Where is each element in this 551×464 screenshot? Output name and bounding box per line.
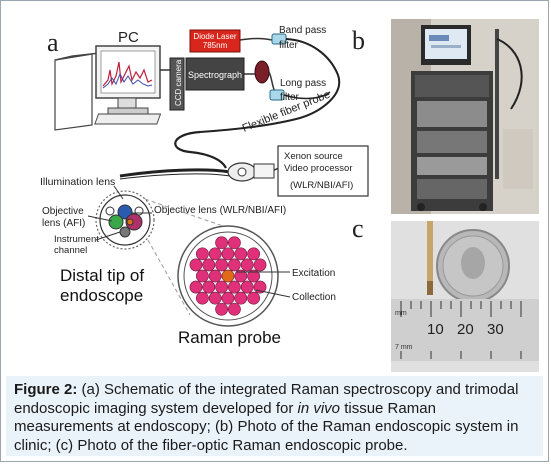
collection-fiber	[247, 247, 260, 261]
collection-fiber	[195, 247, 209, 261]
objective-lens-wlr-label: Objective lens (WLR/NBI/AFI)	[154, 205, 286, 216]
band-pass-label-1: Band pass	[279, 25, 326, 36]
ccd-camera	[169, 57, 185, 111]
collection-fiber	[234, 247, 248, 261]
collection-fiber	[215, 302, 228, 316]
xenon-source-label: Xenon source	[284, 151, 343, 162]
collection-fiber	[221, 291, 235, 305]
caption-text-2: tissue Raman measurements at endoscopy; …	[14, 399, 519, 454]
long-pass-label-1: Long pass	[280, 78, 326, 89]
spectrograph-label: Spectrograph	[188, 70, 242, 80]
illumination-lens-label: Illumination lens	[40, 176, 115, 188]
xenon-video-processor-box	[277, 145, 369, 197]
ruler-unit-bottom: 7 mm	[395, 344, 413, 351]
collection-fiber	[208, 247, 222, 261]
spectrum-trace-blue	[102, 72, 153, 89]
collection-fiber	[202, 280, 216, 294]
pc-monitor	[94, 45, 162, 125]
collection-fiber	[234, 291, 248, 305]
instrument-channel-label-2: channel	[54, 245, 87, 256]
collection-fiber	[227, 258, 241, 272]
ruler-unit-top: mm	[395, 310, 407, 317]
imaging-modes-label: (WLR/NBI/AFI)	[290, 180, 353, 191]
caption-figure-label: Figure 2:	[14, 381, 78, 398]
panel-label-c: c	[352, 214, 364, 243]
collection-fiber	[234, 269, 248, 283]
panel-label-b: b	[352, 26, 365, 55]
raman-probe-cross-section	[177, 225, 279, 327]
collection-fiber	[195, 269, 209, 283]
collection-fiber	[189, 258, 203, 272]
panel-label-a: a	[47, 28, 59, 57]
ruler-tick-20: 20	[457, 321, 474, 338]
caption-background	[6, 376, 543, 456]
diode-laser	[189, 29, 241, 53]
distal-tip-cross-section	[95, 190, 155, 250]
instrument-channel-label-1: Instrument	[54, 234, 99, 245]
collection-fiber	[215, 280, 228, 294]
ccd-camera-label: CCD camera	[174, 59, 183, 106]
photo-raman-system	[391, 19, 539, 214]
caption-text-1: (a) Schematic of the integrated Raman sp…	[14, 381, 519, 417]
pc-label: PC	[118, 29, 139, 46]
laser-wavelength: 785nm	[203, 41, 228, 50]
laser-label: Diode Laser	[193, 32, 236, 41]
collection-fiber	[240, 280, 254, 294]
collection-fiber	[227, 302, 241, 316]
collection-fiber	[253, 258, 267, 272]
caption-italic: in vivo	[297, 399, 341, 417]
collection-fiber	[202, 258, 216, 272]
collection-fiber	[227, 236, 241, 250]
schematic-diagram: PC CCD camera Spectrograph Diode Laser 7…	[40, 25, 369, 347]
excitation-fiber	[221, 269, 235, 283]
spectrograph	[185, 57, 245, 91]
collection-fiber	[221, 247, 235, 261]
endoscope-handle	[227, 162, 275, 182]
pc-tower	[54, 51, 109, 131]
collection-fiber	[227, 280, 241, 294]
distal-tip-label-1: Distal tip of	[60, 266, 144, 285]
collection-callout-line	[255, 289, 291, 298]
collection-fiber	[240, 258, 254, 272]
excitation-label: Excitation	[292, 268, 335, 279]
fiber-bundle-end	[254, 60, 270, 84]
collection-fiber	[247, 269, 260, 283]
spectrum-trace-red	[102, 61, 153, 87]
flexible-fiber-probe	[199, 38, 341, 133]
collection-fiber	[215, 258, 228, 272]
objective-lens-afi-label-1: Objective	[42, 206, 84, 217]
band-pass-label-2: filter	[279, 40, 299, 51]
collection-label: Collection	[292, 292, 336, 303]
video-processor-label: Video processor	[284, 163, 352, 174]
raman-probe-label: Raman probe	[178, 328, 281, 347]
ruler-tick-10: 10	[427, 321, 444, 338]
collection-fiber	[215, 236, 228, 250]
ruler-tick-30: 30	[487, 321, 504, 338]
figure-caption: Figure 2: (a) Schematic of the integrate…	[14, 381, 536, 455]
long-pass-label-2: filter	[280, 92, 300, 103]
photo-fiber-optic-probe: mm 10 20 30 7 mm	[391, 221, 539, 372]
objective-lens-afi-label-2: lens (AFI)	[42, 218, 85, 229]
collection-fiber	[195, 291, 209, 305]
collection-fiber	[247, 291, 260, 305]
collection-fiber	[208, 291, 222, 305]
collection-fiber	[208, 269, 222, 283]
distal-tip-label-2: endoscope	[60, 286, 143, 305]
collection-fiber	[189, 280, 203, 294]
